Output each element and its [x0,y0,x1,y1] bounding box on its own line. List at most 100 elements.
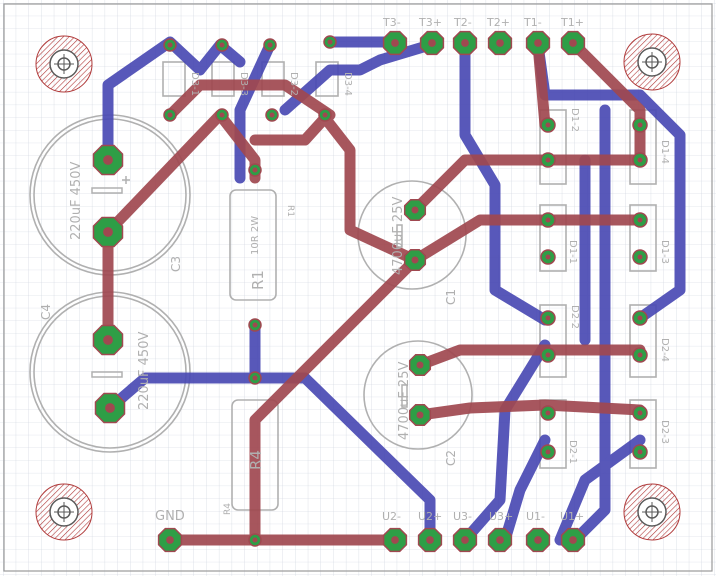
trace-c1-t1 [409,154,646,216]
header-label-t3plus: T3+ [418,16,442,29]
r1-value-label: 10R 2W [250,216,261,255]
d3-1-body [162,61,186,97]
d1-1-body [539,204,567,272]
d2-3-body [629,399,657,469]
pad-r4-bot [248,533,262,547]
pad-d33-b [215,108,229,122]
r1-ref-small: R1 [285,205,295,217]
trace-d31-d33 [164,79,336,121]
trace-c2-minus [414,399,646,421]
pad-t2minus [452,30,478,56]
pad-u2plus [417,527,443,553]
pad-d21-a [540,405,556,421]
pad-c1-plus [403,198,427,222]
c4-value-label: 220uF 450V [137,332,152,410]
pad-d34-b [318,108,332,122]
pad-d32-b [265,108,279,122]
trace-r1-c4 [104,372,311,414]
pad-c3-minus [92,216,124,248]
trace-d22-to-u2plus [459,339,551,546]
pad-c1-minus [403,248,427,272]
pad-d31-b [163,108,177,122]
c3-polarity-bar [91,187,123,194]
pad-d13-a [632,212,648,228]
pad-c4-minus [94,392,126,424]
c4-polarity-bar [91,371,123,378]
pad-r1-bot [248,318,262,332]
r4-ref-label: R4 [247,450,265,470]
pad-t1plus [560,30,586,56]
mounting-hole-tl [35,35,93,93]
trace-right-u1plus [569,104,611,546]
c2-polarity-bar [401,384,408,408]
header-label-t1minus: T1- [523,16,542,29]
trace-d23 [554,434,646,546]
c1-value-label: 4700uF 25V [391,197,406,275]
pad-c2-minus [408,403,432,427]
text-layer: T3- T3+ T2- T2+ T1- T1+ GND U2- U2+ U3- … [39,16,670,524]
d3-3-body [211,61,235,97]
pad-u1plus [560,527,586,553]
d2-4-body [629,304,657,378]
c4-ref-label: C4 [39,304,53,320]
mounting-hole-br [623,483,681,541]
pad-u2minus [382,527,408,553]
mounting-hole-tr [623,33,681,91]
trace-c1-minus [409,214,646,266]
pad-c2-plus [408,353,432,377]
pad-d34-a [323,35,337,49]
footer-label-u1plus: U1+ [560,510,584,523]
trace-d33-r1 [249,112,421,266]
board-outline [3,3,713,572]
pad-t1minus [525,30,551,56]
header-label-t1plus: T1+ [560,16,584,29]
footer-label-u3minus: U3- [453,510,472,523]
pad-gnd [157,527,183,553]
trace-r4-diag [249,254,421,546]
pad-d11-b [540,249,556,265]
trace-t1minus-red [532,39,551,131]
pad-d12-a [540,117,556,133]
pad-c4-plus [92,324,124,356]
pad-u3plus [487,527,513,553]
d2-2-body [539,304,567,378]
pad-d11-a [540,212,556,228]
bridge-label-d1-3: D1-3 [659,240,670,264]
c3-value-label: 220uF 450V [69,162,84,240]
pad-r4-top [248,371,262,385]
pad-d14-b [632,152,648,168]
footer-label-u3plus: U3+ [489,510,513,523]
bridge-label-d1-2: D1-2 [569,108,580,132]
trace-d21-u1 [499,434,551,546]
c1-ref-label: C1 [444,289,458,305]
diode-label-d3-2: D3-2 [288,72,299,96]
footer-label-u1minus: U1- [526,510,545,523]
pad-d12-b [540,152,556,168]
polarity-marks [91,176,408,408]
pad-d22-a [540,310,556,326]
r4-ref-small: R4 [223,503,233,515]
d3-2-body [261,61,285,97]
pad-t3minus [382,30,408,56]
pad-d13-b [632,249,648,265]
r1-ref-label: R1 [249,270,267,290]
bridge-label-d2-1: D2-1 [567,440,578,464]
trace-t2minus-down [459,39,551,326]
c2-outline [363,340,473,450]
pad-d31-a [163,38,177,52]
footer-label-gnd: GND [155,509,185,524]
pad-d22-b [540,347,556,363]
c2-ref-label: C2 [444,450,458,466]
c1-polarity-bar [396,224,403,248]
pad-t2plus [487,30,513,56]
footer-label-u2plus: U2+ [418,510,442,523]
pads-layer [92,30,648,553]
diode-label-d3-3: D3-3 [238,72,249,96]
pad-d33-a [215,38,229,52]
bridge-label-d2-3: D2-3 [659,420,670,444]
d1-3-body [629,204,657,272]
header-label-t2minus: T2- [453,16,472,29]
footer-label-u2minus: U2- [382,510,401,523]
header-label-t3minus: T3- [382,16,401,29]
